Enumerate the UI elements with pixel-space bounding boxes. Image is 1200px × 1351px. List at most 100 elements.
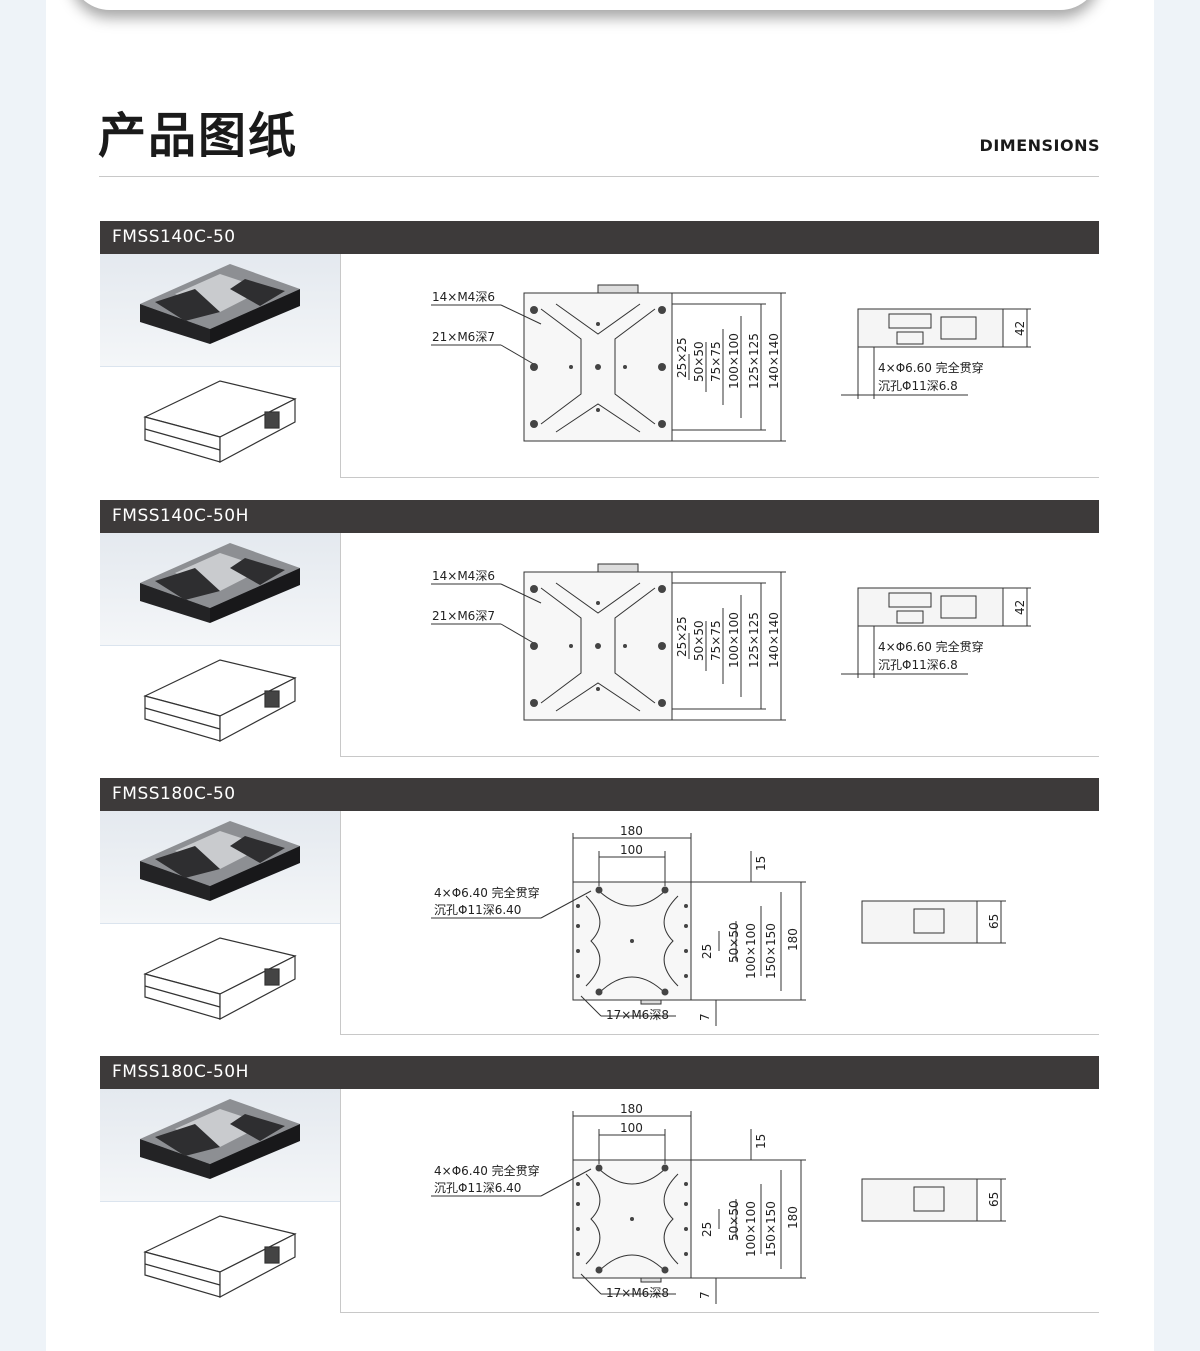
dim-label: 125×125 [747, 333, 761, 389]
dimension-drawing: 180 100 4×Φ6.40 完全贯穿 沉孔Φ11深6.40 17×M6深8 … [431, 824, 1006, 1026]
note-counterbore: 沉孔Φ11深6.40 [434, 1181, 521, 1195]
product-lineart [100, 645, 340, 757]
previous-section-shadow [70, 0, 1100, 10]
dim-label: 140×140 [767, 612, 781, 668]
side-bracket [913, 1186, 945, 1212]
side-height-label: 65 [987, 1192, 1001, 1207]
product-line-drawing [143, 659, 297, 742]
side-view-outline [861, 900, 978, 944]
width-outer-label: 180 [620, 824, 643, 838]
product-lineart [100, 1201, 340, 1313]
product-section: FMSS140C-50 [100, 221, 1099, 478]
offset-top-label: 15 [754, 856, 768, 871]
side-bracket [940, 316, 977, 340]
product-body: 14×M4深6 21×M6深7 25×25 50×50 75×75 100×10… [100, 254, 1099, 478]
product-line-drawing [143, 380, 297, 463]
dim-label: 25 [700, 1222, 714, 1237]
offset-bottom-label: 7 [698, 1013, 712, 1021]
product-body: 180 100 4×Φ6.40 完全贯穿 沉孔Φ11深6.40 17×M6深8 … [100, 811, 1099, 1035]
product-photo [100, 1089, 340, 1201]
dim-label: 25 [700, 944, 714, 959]
product-body: 180 100 4×Φ6.40 完全贯穿 沉孔Φ11深6.40 17×M6深8 … [100, 1089, 1099, 1313]
dim-label: 180 [786, 1206, 800, 1229]
side-height-label: 42 [1013, 321, 1027, 336]
dim-label: 100×100 [744, 1201, 758, 1257]
side-connector-2 [896, 610, 924, 624]
offset-top-label: 15 [754, 1134, 768, 1149]
connector-outline [597, 563, 639, 573]
product-photo [100, 533, 340, 645]
dimension-drawing: 14×M4深6 21×M6深7 25×25 50×50 75×75 100×10… [431, 284, 1031, 442]
product-section: FMSS180C-50 [100, 778, 1099, 1035]
side-connector-1 [888, 313, 932, 329]
dim-label: 50×50 [692, 341, 706, 382]
product-lineart [100, 366, 340, 478]
dim-label: 150×150 [764, 923, 778, 979]
side-bracket [940, 595, 977, 619]
side-connector-1 [888, 592, 932, 608]
title-divider [99, 176, 1099, 177]
product-render-image [140, 1099, 300, 1179]
dim-label: 100×100 [727, 612, 741, 668]
product-photo [100, 811, 340, 923]
connector-outline [640, 999, 662, 1005]
product-images [100, 533, 341, 757]
note-counterbore: 沉孔Φ11深6.40 [434, 903, 521, 917]
bottom-holes-label: 17×M6深8 [606, 1286, 669, 1300]
product-section: FMSS140C-50H [100, 500, 1099, 757]
side-note-through: 4×Φ6.60 完全贯穿 [878, 639, 984, 654]
note-through-hole: 4×Φ6.40 完全贯穿 [434, 885, 540, 900]
dimension-drawing: 180 100 4×Φ6.40 完全贯穿 沉孔Φ11深6.40 17×M6深8 … [431, 1102, 1006, 1304]
dim-label: 140×140 [767, 333, 781, 389]
dim-label: 25×25 [675, 337, 689, 378]
side-note-through: 4×Φ6.60 完全贯穿 [878, 360, 984, 375]
product-images [100, 1089, 341, 1313]
connector-outline [597, 284, 639, 294]
dim-label: 50×50 [692, 620, 706, 661]
side-bracket [913, 908, 945, 934]
plate-cross-shape [585, 890, 679, 994]
product-model-header: FMSS180C-50H [100, 1056, 1099, 1089]
product-images [100, 811, 341, 1035]
product-model-header: FMSS140C-50 [100, 221, 1099, 254]
dim-label: 75×75 [709, 341, 723, 382]
product-render-image [140, 264, 300, 344]
width-inner-label: 100 [620, 843, 643, 857]
width-outer-label: 180 [620, 1102, 643, 1116]
product-line-drawing [143, 1215, 297, 1298]
technical-drawing: 14×M4深6 21×M6深7 25×25 50×50 75×75 100×10… [341, 254, 1099, 477]
plate-cross-shape [585, 1168, 679, 1272]
bottom-holes-label: 17×M6深8 [606, 1008, 669, 1022]
dim-label: 100×100 [727, 333, 741, 389]
connector-outline [640, 1277, 662, 1283]
page-title: 产品图纸 [98, 108, 299, 164]
technical-drawing: 180 100 4×Φ6.40 完全贯穿 沉孔Φ11深6.40 17×M6深8 … [341, 1089, 1099, 1312]
dim-label: 50×50 [727, 922, 741, 963]
product-images [100, 254, 341, 478]
dim-label: 150×150 [764, 1201, 778, 1257]
holes-label-m4: 14×M4深6 [432, 290, 495, 304]
side-view-outline [861, 1178, 978, 1222]
product-render-image [140, 821, 300, 901]
side-height-label: 42 [1013, 600, 1027, 615]
product-line-drawing [143, 937, 297, 1020]
dim-label: 50×50 [727, 1200, 741, 1241]
dim-label: 125×125 [747, 612, 761, 668]
product-photo [100, 254, 340, 366]
product-section: FMSS180C-50H [100, 1056, 1099, 1313]
side-note-counterbore: 沉孔Φ11深6.8 [878, 379, 958, 393]
plate-cross-shape [540, 303, 656, 433]
dim-label: 75×75 [709, 620, 723, 661]
holes-label-m6: 21×M6深7 [432, 330, 495, 344]
dim-label: 180 [786, 928, 800, 951]
dimension-drawing: 14×M4深6 21×M6深7 25×25 50×50 75×75 100×10… [431, 563, 1031, 721]
side-connector-2 [896, 331, 924, 345]
side-note-counterbore: 沉孔Φ11深6.8 [878, 658, 958, 672]
product-model-header: FMSS140C-50H [100, 500, 1099, 533]
product-lineart [100, 923, 340, 1035]
dim-label: 25×25 [675, 616, 689, 657]
plate-cross-shape [540, 582, 656, 712]
technical-drawing: 14×M4深6 21×M6深7 25×25 50×50 75×75 100×10… [341, 533, 1099, 756]
product-model-header: FMSS180C-50 [100, 778, 1099, 811]
offset-bottom-label: 7 [698, 1291, 712, 1299]
